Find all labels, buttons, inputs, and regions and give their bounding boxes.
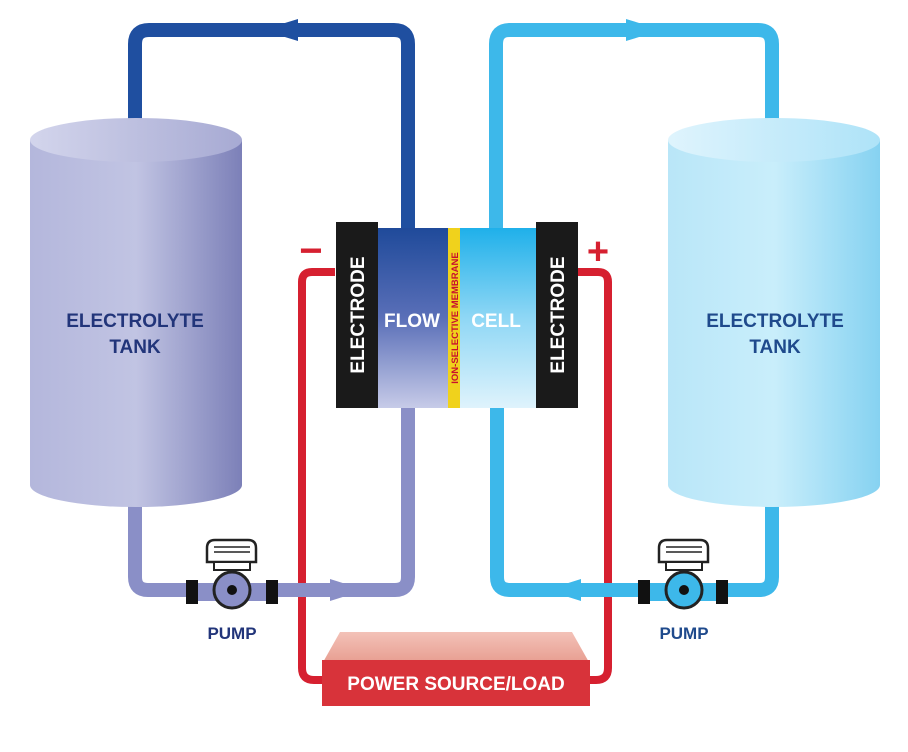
left-tank-label-line1: ELECTROLYTE xyxy=(66,311,204,332)
left-half-cell xyxy=(376,228,448,408)
negative-sign: − xyxy=(299,229,322,273)
right-half-cell xyxy=(460,228,538,408)
purple-arrowhead-right xyxy=(330,579,365,601)
positive-sign: + xyxy=(587,231,609,273)
power-label: POWER SOURCE/LOAD xyxy=(347,674,564,695)
red-wire-negative xyxy=(298,268,335,684)
left-electrode-label: ELECTRODE xyxy=(348,256,369,373)
right-pump-label: PUMP xyxy=(659,624,708,643)
right-electrode xyxy=(536,222,578,408)
light-blue-return-pipe xyxy=(490,370,779,597)
membrane-label: ION-SELECTIVE MEMBRANE xyxy=(450,252,461,383)
right-tank-label-line2: TANK xyxy=(749,337,801,358)
left-electrode xyxy=(336,222,378,408)
left-tank-label-line2: TANK xyxy=(109,337,161,358)
right-electrode-label: ELECTRODE xyxy=(548,256,569,373)
dark-blue-arrowhead xyxy=(262,19,298,41)
light-blue-arrowhead-left xyxy=(546,579,581,601)
ion-selective-membrane xyxy=(448,228,460,408)
power-source-load: POWER SOURCE/LOAD xyxy=(322,632,590,706)
right-electrolyte-tank: ELECTROLYTE TANK xyxy=(668,118,880,507)
light-blue-arrowhead xyxy=(626,19,662,41)
right-tank-label-line1: ELECTROLYTE xyxy=(706,311,844,332)
red-wire-positive xyxy=(578,268,612,684)
right-pump: PUMP xyxy=(638,538,728,643)
left-electrolyte-tank: ELECTROLYTE TANK xyxy=(30,118,242,507)
flow-label: FLOW xyxy=(384,311,440,332)
left-pump-label: PUMP xyxy=(207,624,256,643)
cell-label: CELL xyxy=(471,311,521,332)
flow-cell: ION-SELECTIVE MEMBRANE ELECTRODE ELECTRO… xyxy=(336,222,578,408)
left-pump: PUMP xyxy=(186,538,278,643)
